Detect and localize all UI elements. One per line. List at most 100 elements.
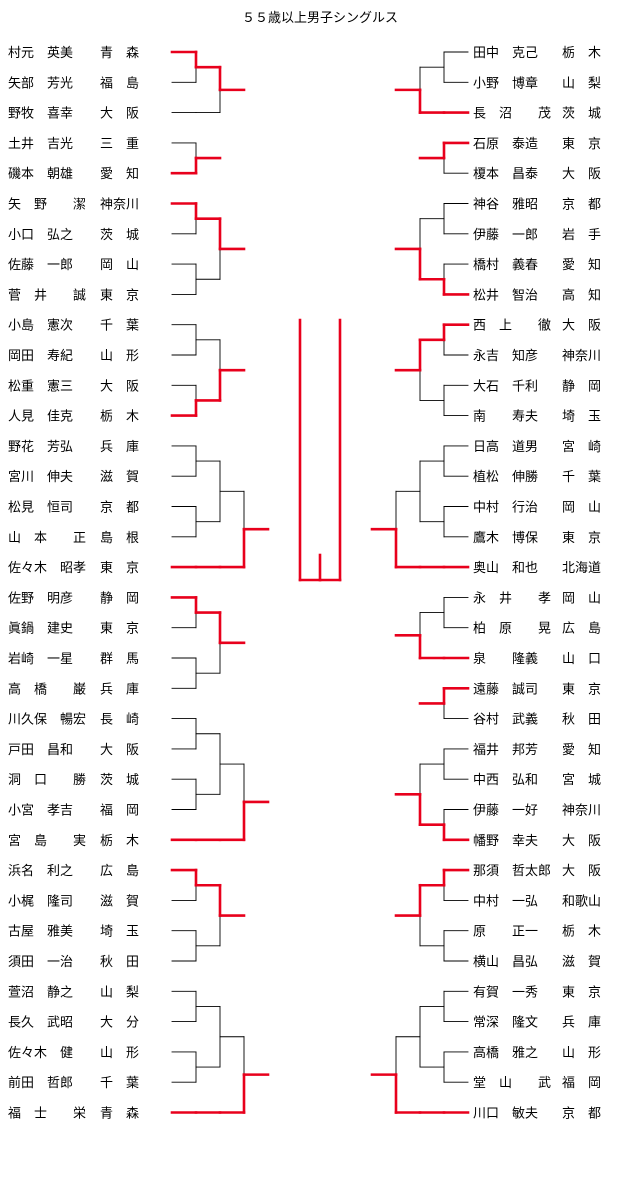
player-name: 川口 敏夫 — [473, 1107, 538, 1122]
player-name: 佐々木 健 — [8, 1046, 73, 1061]
player-name: 奥山 和也 — [473, 561, 538, 576]
player-prefecture: 秋 田 — [100, 955, 139, 970]
player-prefecture: 兵 庫 — [100, 682, 139, 697]
player-prefecture: 栃 木 — [100, 834, 139, 849]
player-prefecture: 山 口 — [562, 652, 601, 667]
player-name: 宮川 伸夫 — [8, 469, 73, 485]
player-name: 人見 佳克 — [8, 410, 73, 425]
player-prefecture: 千 葉 — [100, 1076, 139, 1091]
player-prefecture: 東 京 — [100, 287, 139, 303]
player-name: 堂 山 武 — [473, 1076, 551, 1091]
player-prefecture: 兵 庫 — [100, 440, 139, 455]
player-name: 橋村 義春 — [473, 257, 538, 273]
player-prefecture: 埼 玉 — [100, 925, 139, 940]
player-name: 松見 恒司 — [8, 501, 73, 516]
player-prefecture: 栃 木 — [562, 925, 601, 940]
player-prefecture: 神奈川 — [562, 804, 601, 819]
player-name: 石原 泰造 — [473, 137, 538, 152]
player-name: 佐々木 昭孝 — [8, 561, 86, 576]
player-prefecture: 東 京 — [562, 681, 601, 697]
player-prefecture: 広 島 — [562, 622, 601, 637]
player-name: 那須 哲太郎 — [473, 864, 551, 879]
player-name: 戸田 昌和 — [8, 743, 73, 758]
player-prefecture: 宮 城 — [562, 772, 601, 788]
player-name: 伊藤 一好 — [473, 804, 538, 819]
player-prefecture: 広 島 — [100, 864, 139, 879]
player-name: 岡田 寿紀 — [8, 349, 73, 364]
player-prefecture: 東 京 — [562, 984, 601, 1000]
player-name: 南 寿夫 — [473, 409, 538, 425]
player-prefecture: 滋 賀 — [562, 955, 601, 970]
player-name: 菅 井 誠 — [8, 288, 86, 303]
player-name: 川久保 暢宏 — [8, 712, 86, 728]
player-prefecture: 群 馬 — [100, 652, 139, 667]
player-name: 高橋 雅之 — [473, 1045, 538, 1061]
player-name: 中村 一弘 — [473, 894, 538, 909]
player-prefecture: 青 森 — [100, 46, 139, 61]
player-name: 小野 博章 — [473, 75, 538, 91]
player-prefecture: 大 阪 — [562, 864, 601, 879]
player-prefecture: 北海道 — [562, 561, 601, 576]
player-prefecture: 東 京 — [100, 560, 139, 576]
player-name: 浜名 利之 — [8, 863, 73, 879]
player-prefecture: 山 梨 — [100, 985, 139, 1000]
player-name: 鷹木 博保 — [473, 531, 538, 546]
player-prefecture: 栃 木 — [100, 410, 139, 425]
player-prefecture: 千 葉 — [562, 470, 601, 485]
player-name: 長 沼 茂 — [473, 107, 551, 122]
player-prefecture: 高 知 — [562, 287, 601, 303]
player-prefecture: 青 森 — [100, 1107, 139, 1122]
player-prefecture: 愛 知 — [562, 257, 601, 273]
player-name: 榎本 昌泰 — [473, 167, 538, 182]
player-prefecture: 福 岡 — [100, 804, 139, 819]
player-prefecture: 山 形 — [100, 1046, 139, 1061]
player-prefecture: 栃 木 — [562, 46, 601, 61]
player-name: 洞 口 勝 — [8, 773, 86, 788]
player-prefecture: 宮 崎 — [562, 439, 601, 455]
player-name: 田中 克己 — [473, 46, 538, 61]
player-prefecture: 大 阪 — [562, 834, 601, 849]
player-name: 谷村 武義 — [473, 712, 538, 728]
player-name: 福 士 栄 — [8, 1107, 86, 1122]
player-name: 小島 憲次 — [8, 318, 73, 334]
player-name: 大石 千利 — [473, 379, 538, 394]
player-prefecture: 長 崎 — [100, 713, 139, 728]
player-prefecture: 愛 知 — [100, 166, 139, 182]
player-prefecture: 大 阪 — [100, 379, 139, 394]
player-name: 植松 伸勝 — [473, 470, 538, 485]
player-name: 山 本 正 — [8, 531, 86, 546]
player-name: 常深 隆文 — [473, 1016, 538, 1031]
player-name: 松重 憲三 — [8, 378, 73, 394]
player-name: 日高 道男 — [473, 439, 538, 455]
player-name: 磯本 朝雄 — [8, 167, 73, 182]
player-name: 佐藤 一郎 — [8, 258, 73, 273]
player-prefecture: 愛 知 — [562, 742, 601, 758]
player-prefecture: 静 岡 — [100, 591, 139, 606]
player-prefecture: 静 岡 — [562, 379, 601, 394]
player-prefecture: 三 重 — [100, 136, 139, 152]
player-name: 横山 昌弘 — [473, 955, 538, 970]
player-name: 遠藤 誠司 — [473, 682, 538, 697]
player-prefecture: 山 梨 — [562, 76, 601, 91]
player-prefecture: 福 島 — [100, 76, 139, 91]
player-prefecture: 福 岡 — [562, 1076, 601, 1091]
player-name: 矢 野 潔 — [8, 198, 86, 213]
player-name: 小口 弘之 — [8, 228, 73, 243]
player-prefecture: 岡 山 — [100, 258, 139, 273]
player-prefecture: 岩 手 — [562, 228, 601, 243]
player-name: 古屋 雅美 — [8, 925, 73, 940]
player-name: 野花 芳弘 — [8, 439, 73, 455]
player-prefecture: 東 京 — [562, 530, 601, 546]
player-name: 小梶 隆司 — [8, 894, 73, 909]
player-name: 西 上 徹 — [473, 319, 551, 334]
player-prefecture: 秋 田 — [562, 713, 601, 728]
player-name: 長久 武昭 — [8, 1016, 73, 1031]
player-name: 土井 吉光 — [8, 137, 73, 152]
player-name: 柏 原 晃 — [473, 622, 551, 637]
player-name: 松井 智治 — [473, 288, 538, 303]
player-name: 野牧 喜幸 — [8, 107, 73, 122]
player-prefecture: 滋 賀 — [100, 470, 139, 485]
player-prefecture: 京 都 — [562, 1107, 601, 1122]
player-prefecture: 大 阪 — [100, 743, 139, 758]
